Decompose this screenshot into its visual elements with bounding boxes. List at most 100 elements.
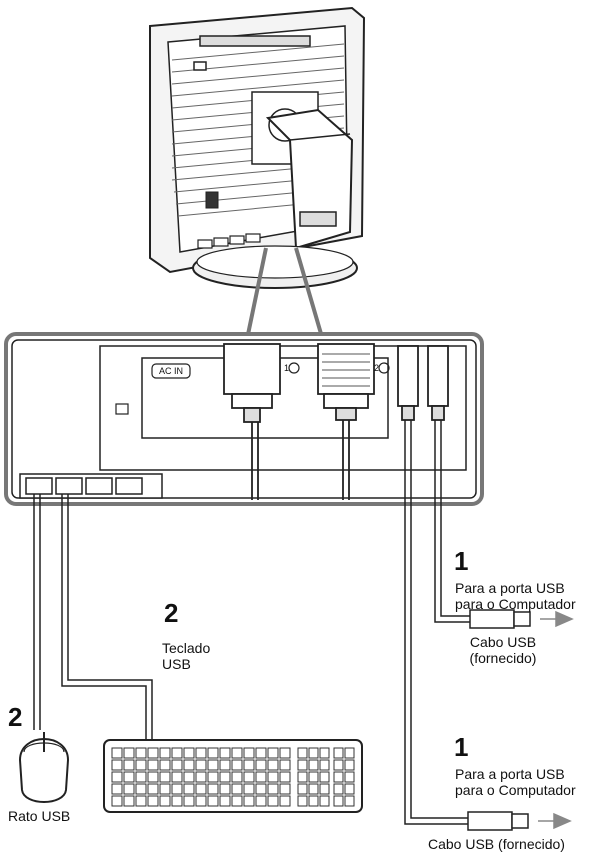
keyboard-key [171,783,183,795]
ac-in-label: AC IN [158,366,183,376]
keyboard-key [255,759,267,771]
keyboard-label-line1: Teclado [162,640,211,656]
mouse-label: Rato USB [8,808,71,824]
step-number-mouse: 2 [8,702,23,732]
keyboard-key [297,795,308,807]
keyboard-key [183,795,195,807]
keyboard-key [279,783,291,795]
keyboard-key [333,771,344,783]
keyboard-key [279,747,291,759]
keyboard-key [147,747,159,759]
keyboard-key [135,783,147,795]
input-1-label: 1 [284,363,290,373]
keyboard-key [308,771,319,783]
upstream-top-cable-line1: Cabo USB [469,634,537,650]
keyboard-key [255,795,267,807]
keyboard-key [333,759,344,771]
keyboard-key [183,759,195,771]
keyboard-key [243,795,255,807]
keyboard-key [344,771,355,783]
keyboard-key [231,783,243,795]
keyboard-key [243,759,255,771]
keyboard-key [243,771,255,783]
keyboard-key [159,747,171,759]
keyboard-key [219,747,231,759]
upstream-bottom-cable-label: Cabo USB (fornecido) [428,836,565,852]
keyboard-key [195,783,207,795]
keyboard-key [147,795,159,807]
hd15-connector [317,343,375,500]
keyboard-key [123,795,135,807]
keyboard-key [183,783,195,795]
keyboard-key [333,783,344,795]
keyboard-key [123,759,135,771]
keyboard-key [231,759,243,771]
keyboard-key [195,771,207,783]
upstream-bottom-line1: Para a porta USB [455,766,565,782]
keyboard-key [171,747,183,759]
step-number-upstream-top: 1 [454,546,469,576]
keyboard-key [333,795,344,807]
keyboard-key [111,771,123,783]
keyboard-key [319,783,330,795]
keyboard-key [123,747,135,759]
keyboard-key [255,747,267,759]
keyboard-key [344,747,355,759]
keyboard-key [147,759,159,771]
keyboard-label-line2: USB [162,656,191,672]
upstream-bottom-line2: para o Computador [455,782,576,798]
keyboard-key [159,795,171,807]
upstream-top-cable-line2: (fornecido) [469,650,537,666]
usb-keyboard [103,739,363,813]
keyboard-key [183,771,195,783]
keyboard-key [195,759,207,771]
keyboard-key [333,747,344,759]
keyboard-key [219,771,231,783]
keyboard-key [219,783,231,795]
usb-mouse [18,732,70,803]
keyboard-key [279,759,291,771]
keyboard-key [308,795,319,807]
keyboard-key [171,771,183,783]
keyboard-key [279,795,291,807]
keyboard-key [219,795,231,807]
keyboard-key [297,747,308,759]
dvi-connector [223,343,281,500]
keyboard-key [344,783,355,795]
keyboard-key [267,783,279,795]
keyboard-key [344,795,355,807]
keyboard-key [297,771,308,783]
keyboard-key [207,783,219,795]
keyboard-key [159,759,171,771]
keyboard-key [308,783,319,795]
keyboard-key [123,783,135,795]
keyboard-key [267,771,279,783]
keyboard-key [195,795,207,807]
keyboard-key [267,795,279,807]
keyboard-key [319,759,330,771]
keyboard-key [243,747,255,759]
keyboard-key [231,747,243,759]
keyboard-key [147,783,159,795]
usb-cable-end-top [469,609,574,629]
keyboard-key [267,759,279,771]
keyboard-key [231,795,243,807]
keyboard-key [135,747,147,759]
keyboard-key [231,771,243,783]
step-number-upstream-bottom: 1 [454,732,469,762]
keyboard-key [267,747,279,759]
input-2-label: 2 [374,363,380,373]
keyboard-key [111,783,123,795]
usb-cable-end-bottom [467,811,572,831]
keyboard-key [183,747,195,759]
keyboard-key [207,795,219,807]
keyboard-key [135,795,147,807]
keyboard-key [111,759,123,771]
video-input-icon [288,362,390,374]
keyboard-key [207,759,219,771]
ac-in-socket-label-frame [151,363,191,379]
keyboard-key [195,747,207,759]
upstream-top-line2: para o Computador [455,596,576,612]
keyboard-key [171,759,183,771]
